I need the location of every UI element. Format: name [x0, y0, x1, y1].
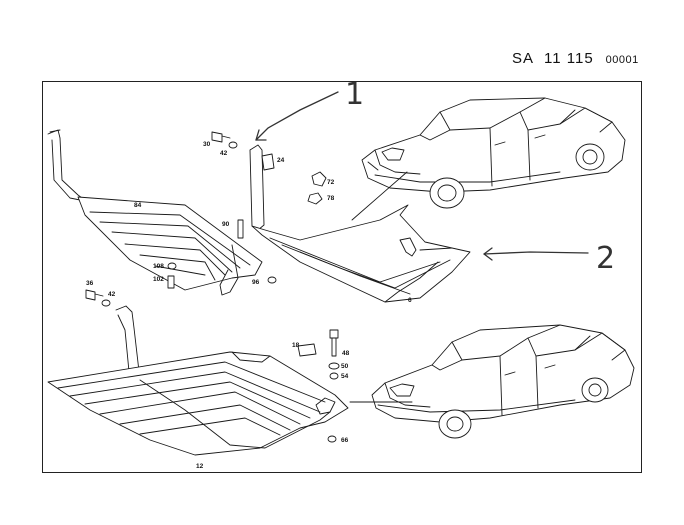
part-6-guard — [249, 144, 471, 303]
part-label-90: 90 — [222, 221, 230, 228]
diagram-code: SA 11 115 00001 — [512, 50, 639, 67]
part-label-78: 78 — [327, 195, 335, 202]
part-label-42-upper: 42 — [220, 150, 228, 157]
part-label-54: 54 — [341, 373, 349, 380]
leader-line-upper — [351, 171, 408, 221]
part-label-84: 84 — [134, 202, 142, 209]
part-label-102: 102 — [153, 276, 164, 283]
part-label-50: 50 — [341, 363, 349, 370]
fasteners — [85, 131, 340, 443]
part-84-guard — [47, 129, 263, 296]
part-label-24: 24 — [277, 157, 285, 164]
page-header: SA 11 115 00001 — [0, 0, 684, 80]
arrow-1-head — [255, 129, 267, 141]
arrow-2-head — [483, 247, 493, 261]
car-illustration-lower — [371, 324, 635, 439]
part-label-30: 30 — [203, 141, 211, 148]
part-label-108: 108 — [153, 263, 164, 270]
diagram-code-number: 11 115 — [544, 50, 594, 67]
part-label-12: 12 — [196, 463, 204, 470]
part-label-42-lower: 42 — [108, 291, 116, 298]
part-12-guard — [47, 305, 349, 456]
annotation-mark-2: 2 — [596, 241, 615, 276]
part-number-labels: 30 42 24 72 78 84 90 108 102 96 6 36 42 … — [86, 141, 412, 470]
diagram-frame — [42, 81, 642, 473]
annotation-mark-1: 1 — [345, 77, 364, 112]
annotation-arrows — [255, 91, 589, 261]
diagram-code-suffix: 00001 — [605, 54, 639, 66]
part-label-48: 48 — [342, 350, 350, 357]
arrow-2-line — [483, 251, 589, 255]
part-label-6: 6 — [408, 297, 412, 304]
part-label-72: 72 — [327, 179, 335, 186]
part-label-96: 96 — [252, 279, 260, 286]
part-label-36: 36 — [86, 280, 94, 287]
diagram-code-prefix: SA — [512, 50, 535, 67]
car-illustration-upper — [361, 97, 626, 209]
arrow-1-line — [255, 91, 339, 141]
part-label-66: 66 — [341, 437, 349, 444]
part-label-18: 18 — [292, 342, 300, 349]
